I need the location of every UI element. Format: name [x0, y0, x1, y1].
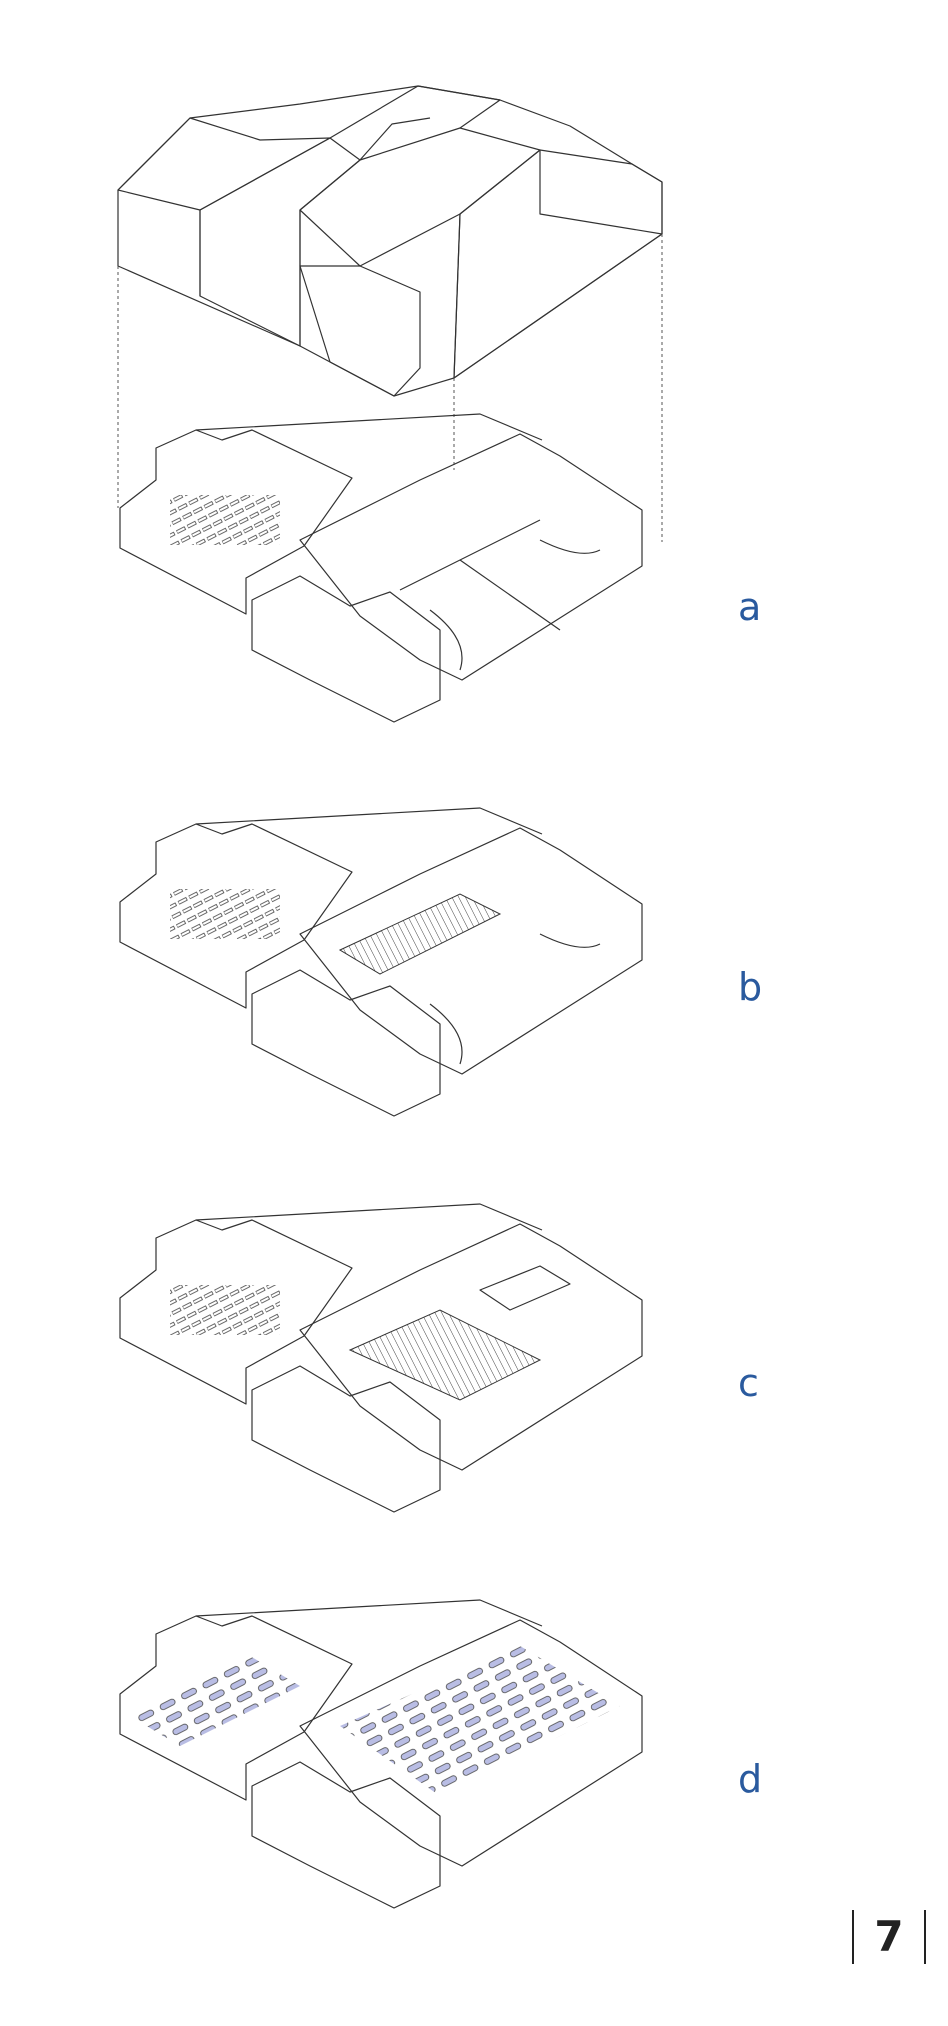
- roof-massing: [117, 85, 663, 397]
- panel-b-diagram: [119, 807, 643, 1117]
- panel-label-b: b: [738, 965, 763, 1009]
- panel-label-a: a: [738, 585, 762, 629]
- panel-label-d: d: [738, 1757, 763, 1801]
- page-number: 7: [852, 1910, 926, 1964]
- projection-lines: [117, 234, 663, 542]
- panel-label-c: c: [738, 1361, 759, 1405]
- panel-c-diagram: [119, 1203, 643, 1513]
- panel-d-diagram: [119, 1599, 643, 1909]
- panel-a-diagram: [119, 413, 643, 723]
